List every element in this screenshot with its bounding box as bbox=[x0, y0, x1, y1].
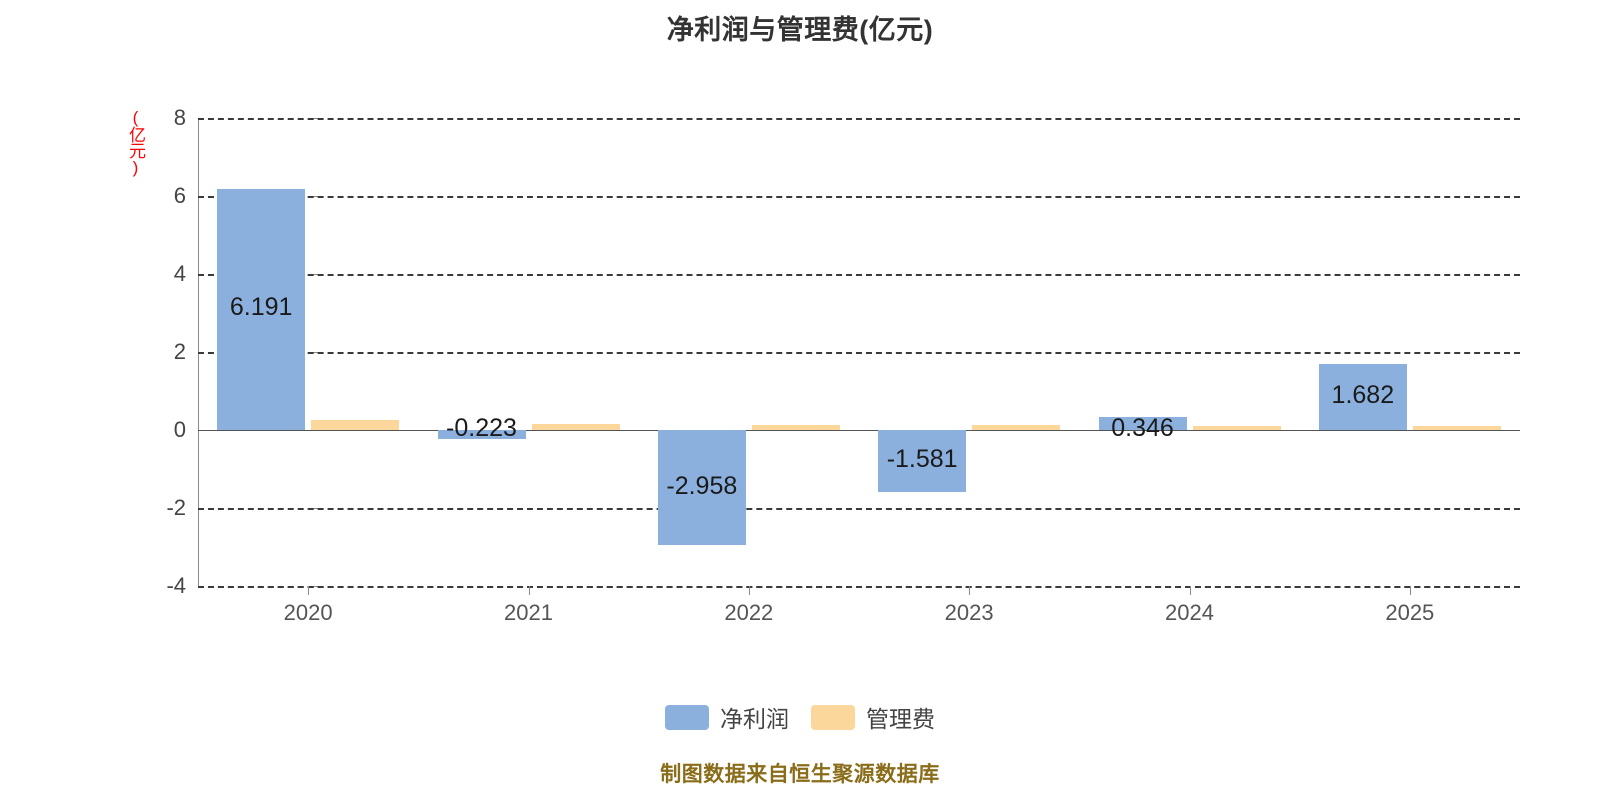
x-tick-mark bbox=[1189, 586, 1191, 595]
gridline-8 bbox=[198, 118, 1520, 120]
bar-value-label-2021: -0.223 bbox=[446, 414, 517, 442]
legend-label: 管理费 bbox=[866, 706, 935, 732]
bar-value-label-2024: 0.346 bbox=[1111, 414, 1174, 442]
chart-legend: 净利润 管理费 bbox=[0, 700, 1600, 734]
gridline-6 bbox=[198, 196, 1520, 198]
legend-item-net-profit[interactable]: 净利润 bbox=[665, 700, 789, 734]
legend-swatch-icon bbox=[811, 704, 855, 730]
bar-admin-expense-2021[interactable] bbox=[531, 423, 620, 430]
bar-admin-expense-2025[interactable] bbox=[1412, 426, 1501, 430]
x-tick-label-2022: 2022 bbox=[724, 600, 774, 625]
legend-label: 净利润 bbox=[720, 706, 789, 732]
y-axis-unit-label: (亿元) bbox=[126, 108, 145, 176]
bar-net-profit-2024[interactable] bbox=[1098, 416, 1187, 430]
bar-net-profit-2020[interactable] bbox=[217, 188, 306, 430]
bar-value-label-2022: -2.958 bbox=[666, 471, 738, 500]
y-tick-label: 2 bbox=[173, 339, 186, 364]
legend-swatch-icon bbox=[665, 704, 709, 730]
x-tick-label-2025: 2025 bbox=[1385, 600, 1435, 625]
footer-note: 制图数据来自恒生聚源数据库 bbox=[660, 763, 940, 786]
y-tick-label: -2 bbox=[166, 495, 186, 520]
bar-admin-expense-2020[interactable] bbox=[311, 420, 400, 430]
x-tick-label-2020: 2020 bbox=[283, 600, 333, 625]
bar-net-profit-2022[interactable] bbox=[657, 430, 746, 546]
y-axis-ticks: 8 6 4 2 0 -2 -4 bbox=[120, 0, 320, 800]
legend-item-admin-expense[interactable]: 管理费 bbox=[811, 700, 935, 734]
y-tick-label: 0 bbox=[173, 417, 186, 442]
bar-admin-expense-2023[interactable] bbox=[972, 424, 1061, 430]
bar-admin-expense-2022[interactable] bbox=[751, 425, 840, 430]
x-tick-mark bbox=[1409, 586, 1411, 595]
bar-value-label-2020: 6.191 bbox=[229, 293, 293, 322]
y-tick-label: 6 bbox=[173, 183, 186, 208]
y-tick-label: 4 bbox=[173, 261, 186, 286]
x-tick-mark bbox=[748, 586, 750, 595]
bar-admin-expense-2024[interactable] bbox=[1192, 425, 1281, 430]
gridline-4 bbox=[198, 274, 1520, 276]
x-tick-mark bbox=[969, 586, 971, 595]
bar-value-label-2023: -1.581 bbox=[886, 444, 958, 473]
bar-net-profit-2023[interactable] bbox=[878, 430, 967, 492]
gridline-2 bbox=[198, 352, 1520, 354]
bar-net-profit-2025[interactable] bbox=[1318, 364, 1407, 430]
bar-value-label-2025: 1.682 bbox=[1331, 381, 1395, 410]
x-tick-label-2023: 2023 bbox=[944, 600, 994, 625]
page-title: 净利润与管理费(亿元) bbox=[666, 15, 934, 45]
y-tick-label: -4 bbox=[166, 573, 186, 598]
x-tick-mark bbox=[308, 586, 310, 595]
y-tick-label: 8 bbox=[173, 105, 186, 130]
gridline--2 bbox=[198, 508, 1520, 510]
x-tick-mark bbox=[528, 586, 530, 595]
plot-area bbox=[198, 118, 1520, 588]
x-tick-label-2021: 2021 bbox=[504, 600, 553, 625]
x-axis-line bbox=[198, 586, 1520, 588]
bar-net-profit-2021[interactable] bbox=[437, 430, 526, 439]
gridline-0 bbox=[198, 430, 1520, 431]
x-tick-label-2024: 2024 bbox=[1165, 600, 1214, 625]
